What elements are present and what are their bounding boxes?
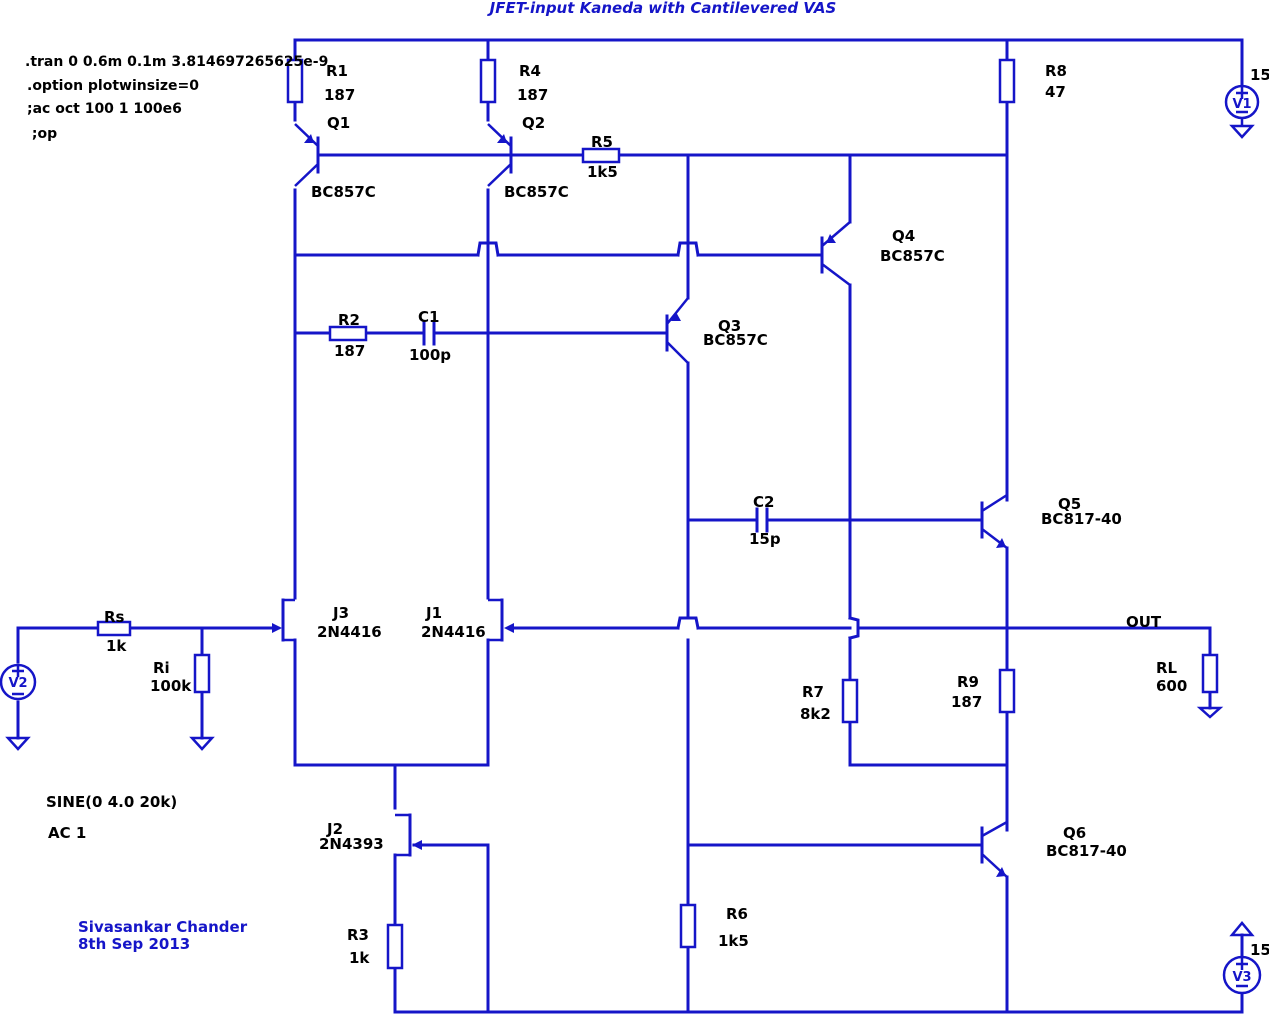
transistor-q5 bbox=[980, 493, 1008, 549]
voltage-source-v2 bbox=[0, 663, 37, 701]
label-c2-name: C2 bbox=[753, 493, 774, 511]
label-r6-value: 1k5 bbox=[718, 932, 749, 950]
label-c1-name: C1 bbox=[418, 308, 439, 326]
net-label-out: OUT bbox=[1126, 613, 1162, 631]
author-date: 8th Sep 2013 bbox=[78, 935, 190, 953]
resistor-r5 bbox=[581, 147, 621, 164]
label-r2-value: 187 bbox=[334, 342, 365, 360]
label-v3-value: 15 bbox=[1250, 941, 1269, 959]
label-r7-name: R7 bbox=[802, 683, 824, 701]
label-r4-name: R4 bbox=[519, 62, 541, 80]
label-q5-model: BC817-40 bbox=[1041, 510, 1122, 528]
ground-symbol bbox=[5, 736, 31, 751]
label-q3-name: Q3 bbox=[718, 317, 741, 335]
schematic-title: JFET-input Kaneda with Cantilevered VAS bbox=[487, 0, 837, 17]
transistor-q1 bbox=[294, 123, 320, 187]
source-ac-spec: AC 1 bbox=[48, 824, 86, 842]
resistor-r4 bbox=[479, 58, 497, 104]
label-r1-value: 187 bbox=[324, 86, 355, 104]
resistor-r7 bbox=[841, 678, 859, 724]
label-q2-model: BC857C bbox=[504, 183, 569, 201]
label-r6-name: R6 bbox=[726, 905, 748, 923]
source-sine-spec: SINE(0 4.0 20k) bbox=[46, 793, 177, 811]
label-q4-model: BC857C bbox=[880, 247, 945, 265]
resistor-rl bbox=[1201, 653, 1219, 694]
resistor-r1 bbox=[286, 58, 304, 104]
label-r9-value: 187 bbox=[951, 693, 982, 711]
label-r3-value: 1k bbox=[349, 949, 370, 967]
transistor-q2 bbox=[487, 123, 513, 187]
resistor-r9 bbox=[998, 668, 1016, 714]
spice-directive-option: .option plotwinsize=0 bbox=[27, 78, 199, 94]
wires bbox=[16, 38, 1244, 1014]
label-ri-value: 100k bbox=[150, 677, 192, 695]
transistor-q3 bbox=[665, 297, 689, 364]
jfet-j3 bbox=[272, 598, 295, 642]
label-j2-name: J2 bbox=[326, 820, 343, 838]
ground-symbol bbox=[1196, 706, 1224, 719]
label-r4-value: 187 bbox=[517, 86, 548, 104]
label-r2-name: R2 bbox=[338, 311, 360, 329]
jfet-j2 bbox=[395, 813, 422, 857]
label-q1-model: BC857C bbox=[311, 183, 376, 201]
label-j1-model: 2N4416 bbox=[421, 623, 486, 641]
spice-directive-ac: ;ac oct 100 1 100e6 bbox=[27, 101, 182, 117]
label-v1-value: 15 bbox=[1250, 66, 1269, 84]
label-c1-value: 100p bbox=[409, 346, 451, 364]
label-r1-name: R1 bbox=[326, 62, 348, 80]
voltage-source-v3 bbox=[1222, 955, 1262, 995]
spice-directive-tran: .tran 0 0.6m 0.1m 3.814697265625e-9 bbox=[25, 54, 328, 70]
resistor-r2 bbox=[328, 325, 368, 342]
capacitor-c2 bbox=[755, 507, 769, 533]
ground-symbol bbox=[189, 736, 215, 751]
label-ri-name: Ri bbox=[153, 659, 170, 677]
label-c2-value: 15p bbox=[749, 530, 781, 548]
label-j2-model: 2N4393 bbox=[319, 835, 384, 853]
label-j3-model: 2N4416 bbox=[317, 623, 382, 641]
ground-symbol bbox=[1229, 124, 1255, 139]
label-r5-name: R5 bbox=[591, 133, 613, 151]
label-rs-value: 1k bbox=[106, 637, 127, 655]
spice-directive-op: ;op bbox=[27, 126, 57, 142]
label-r9-name: R9 bbox=[957, 673, 979, 691]
resistor-r6 bbox=[679, 903, 697, 949]
label-rl-name: RL bbox=[1156, 659, 1178, 677]
label-v3-name: V3 bbox=[1232, 970, 1251, 985]
resistor-r3 bbox=[386, 923, 404, 970]
label-rl-value: 600 bbox=[1156, 677, 1187, 695]
transistor-q6 bbox=[980, 820, 1008, 878]
transistor-q4 bbox=[820, 221, 851, 286]
label-r8-name: R8 bbox=[1045, 62, 1067, 80]
label-j3-name: J3 bbox=[332, 604, 349, 622]
label-r7-value: 8k2 bbox=[800, 705, 831, 723]
label-r3-name: R3 bbox=[347, 926, 369, 944]
label-r5-value: 1k5 bbox=[587, 163, 618, 181]
label-q1-name: Q1 bbox=[327, 114, 350, 132]
voltage-source-v1 bbox=[1224, 84, 1260, 126]
label-j1-name: J1 bbox=[425, 604, 442, 622]
label-q6-name: Q6 bbox=[1063, 824, 1086, 842]
negative-rail-symbol bbox=[1229, 921, 1255, 937]
label-q4-name: Q4 bbox=[892, 227, 915, 245]
label-q2-name: Q2 bbox=[522, 114, 545, 132]
jfet-j1 bbox=[488, 598, 514, 642]
resistor-rs bbox=[96, 620, 132, 637]
capacitor-c1 bbox=[422, 320, 436, 346]
author-name: Sivasankar Chander bbox=[78, 918, 248, 936]
label-v1-name: V1 bbox=[1232, 97, 1251, 112]
label-r8-value: 47 bbox=[1045, 83, 1066, 101]
label-rs-name: Rs bbox=[104, 608, 125, 626]
resistor-r8 bbox=[998, 58, 1016, 104]
label-q5-name: Q5 bbox=[1058, 495, 1081, 513]
resistor-ri bbox=[193, 653, 211, 694]
label-q3-model: BC857C bbox=[703, 331, 768, 349]
label-v2-name: V2 bbox=[8, 676, 27, 691]
label-q6-model: BC817-40 bbox=[1046, 842, 1127, 860]
